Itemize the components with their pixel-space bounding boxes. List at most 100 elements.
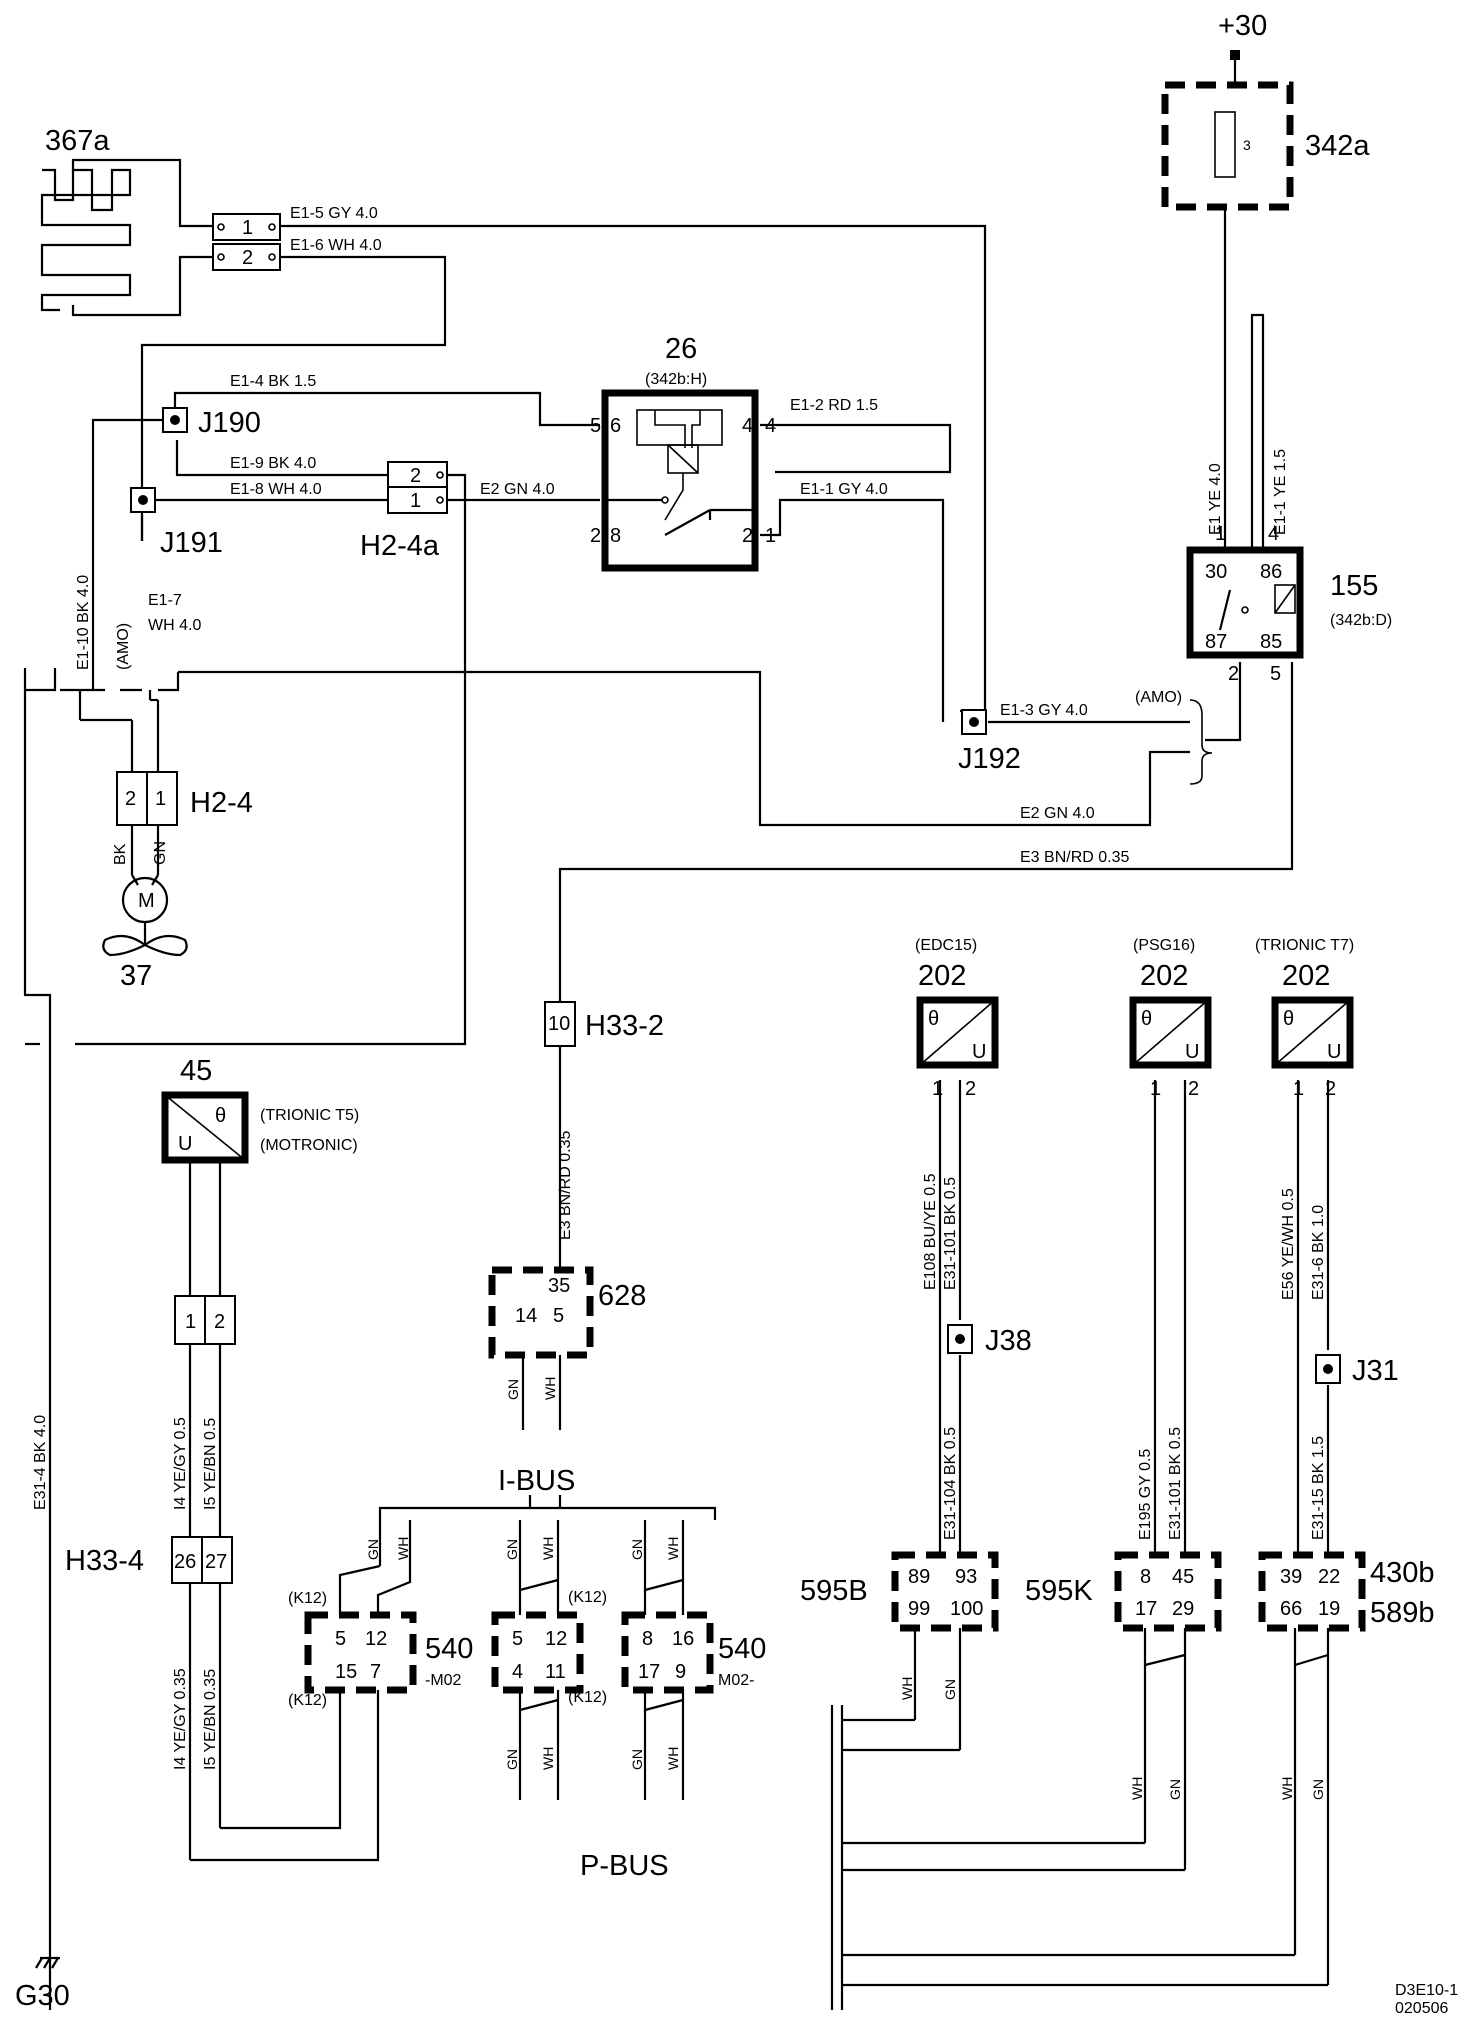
wire-label: E1-10 BK 4.0 [75,575,92,670]
pin-label: 4 [765,415,776,437]
pin-label: 1 [155,788,166,810]
heater-connector: 1 2 [212,213,281,271]
relay-155: 30 86 87 85 1 4 2 5 155 (342b:D) [1186,523,1392,685]
wire-label: I5 YE/BN 0.35 [202,1669,219,1770]
connector-H2-4a: 2 1 H2-4a [360,461,448,562]
pin-label: 4 [742,415,753,437]
ecu-595B-label: 595B [800,1575,868,1607]
pin-label: 1 [242,217,253,239]
junction-J190: J190 [162,407,261,439]
module-540-right-label: 540 [718,1633,766,1665]
pin-label: 39 [1280,1566,1302,1588]
pin-label: 2 [214,1311,225,1333]
pin-label: 5 [553,1305,564,1327]
pin-label: 9 [675,1661,686,1683]
pin-label: 1 [932,1078,943,1100]
wire-label: I4 YE/GY 0.5 [172,1417,189,1510]
wire-label: WH 4.0 [148,617,201,634]
fuse-number: 3 [1243,137,1251,153]
connector-H2-4: 2 1 H2-4 [116,771,253,826]
pin-label: 1 [1150,1078,1161,1100]
sensor-202-a-note: (EDC15) [915,937,977,954]
pin-label: 5 [512,1628,523,1650]
module-540-right: 8 16 17 9 540 M02- [621,1611,766,1694]
wire-label: GN [505,1379,521,1400]
H2-4-label: H2-4 [190,787,253,819]
k12-label: (K12) [568,1689,607,1706]
connector-H33-4: 26 27 H33-4 [65,1536,233,1584]
i-bus-label: I-BUS [498,1465,575,1497]
relay-155-label: 155 [1330,570,1378,602]
pin-label: 17 [638,1661,660,1683]
module-540-middle: 5 12 4 11 (K12) (K12) [491,1589,607,1706]
battery-supply-label: +30 [1218,10,1267,42]
pin-label: 89 [908,1566,930,1588]
pin-label: 2 [1228,663,1239,685]
wire-label: WH [540,1537,556,1560]
k12-label: (K12) [288,1590,327,1607]
wire-labels: E1-5 GY 4.0 E1-6 WH 4.0 E1-4 BK 1.5 E1-2… [32,205,1327,1800]
wire-label: I5 YE/BN 0.5 [202,1418,219,1510]
wire-label: E31-4 BK 4.0 [32,1415,49,1510]
relay-155-ref: (342b:D) [1330,612,1392,629]
pin-label: 2 [410,465,421,487]
wires [23,55,1330,2010]
u-symbol: U [178,1133,192,1155]
amo-brace [1189,699,1213,785]
pin-label: 12 [365,1628,387,1650]
wire-label: E1-1 YE 1.5 [1272,449,1289,535]
pin-label: 93 [955,1566,977,1588]
pin-label: 4 [512,1661,523,1683]
H33-4-label: H33-4 [65,1545,144,1577]
wire-label: GN [1167,1779,1183,1800]
theta-symbol: θ [1283,1008,1294,1030]
k12-label: (K12) [568,1589,607,1606]
wire-label: E2 GN 4.0 [480,481,555,498]
wire-label: GN [504,1539,520,1560]
ecu-589b-label: 589b [1370,1597,1435,1629]
module-540-left-suffix: -M02 [425,1672,462,1689]
relay-26-label: 26 [665,333,697,365]
wire-label: GN [365,1539,381,1560]
wire-label: GN [629,1539,645,1560]
pin-label: 8 [610,525,621,547]
wire-label: WH [395,1537,411,1560]
amo-label: (AMO) [1135,689,1182,706]
fuse-box-label: 342a [1305,130,1370,162]
junction-J192: J192 [958,709,1021,775]
u-symbol: U [972,1041,986,1063]
pin-label: 2 [590,525,601,547]
pin-label: 19 [1318,1598,1340,1620]
J190-label: J190 [198,407,261,439]
pin-label: 10 [548,1013,570,1035]
pin-label: 7 [370,1661,381,1683]
wire-label: E195 GY 0.5 [1137,1449,1154,1540]
connector-H33-2: 10 H33-2 [544,1001,664,1047]
theta-symbol: θ [215,1105,226,1127]
pin-label: 99 [908,1598,930,1620]
ecu-430b-label: 430b [1370,1557,1435,1589]
pin-label: 86 [1260,561,1282,583]
sensor-202-c-note: (TRIONIC T7) [1255,937,1354,954]
wire-label: E1-5 GY 4.0 [290,205,378,222]
pin-label: 12 [545,1628,567,1650]
pin-label: 1 [410,490,421,512]
pin-label: 5 [335,1628,346,1650]
module-628-label: 628 [598,1280,646,1312]
fuse-box-342a: 3 342a [1161,81,1370,240]
pin-label: 11 [545,1661,566,1683]
heater-label: 367a [45,125,110,157]
wire-label: WH [1129,1777,1145,1800]
wire-label: E1-9 BK 4.0 [230,455,316,472]
ground-label: G30 [15,1980,70,2012]
wire-label: WH [665,1537,681,1560]
pin-label: 1 [185,1311,196,1333]
wire-label: E31-15 BK 1.5 [1310,1436,1327,1540]
wire-label: WH [665,1747,681,1770]
pin-label: 2 [1325,1078,1336,1100]
J192-label: J192 [958,743,1021,775]
ecu-430b-589b: 39 22 66 19 430b 589b [1258,1551,1435,1632]
relay-26: 26 (342b:H) 5 6 4 4 2 8 2 1 [590,333,776,572]
H33-2-label: H33-2 [585,1010,664,1042]
sensor-202-edc15: θ U 202 (EDC15) 1 2 [915,937,999,1100]
